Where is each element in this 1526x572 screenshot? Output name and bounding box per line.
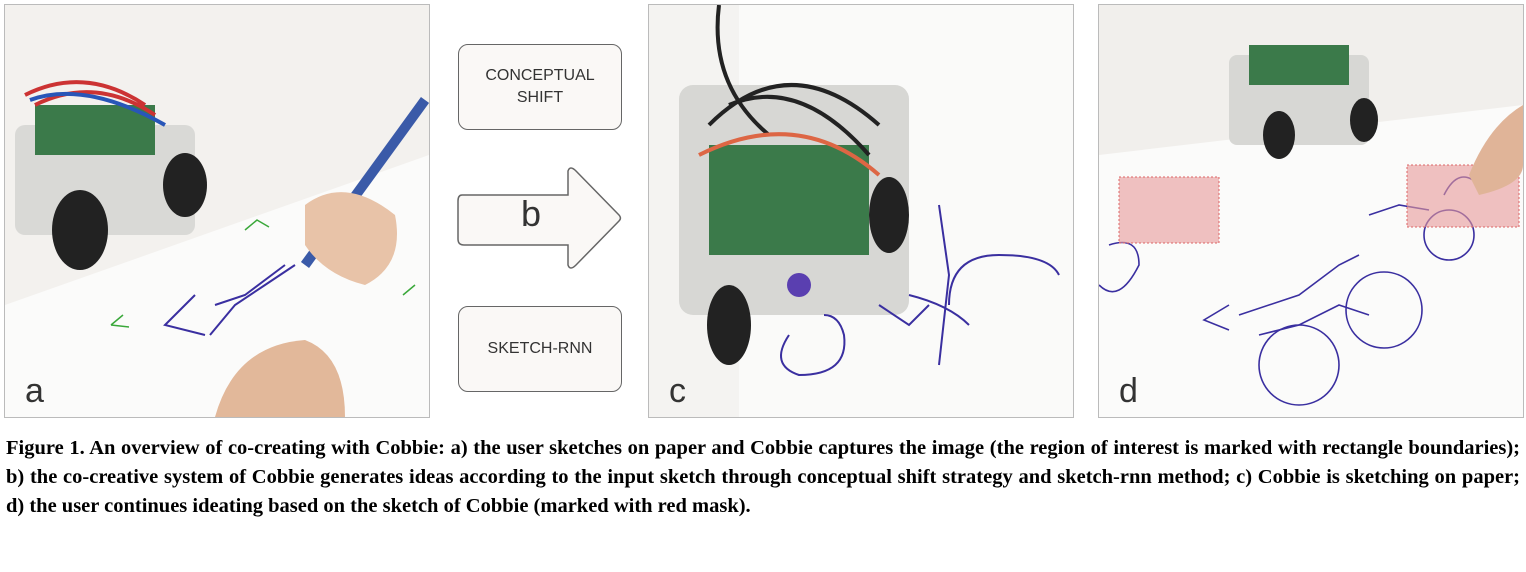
arrow-right-icon	[457, 167, 622, 269]
photo-panel-d: d	[1098, 4, 1524, 418]
robot-sketch	[780, 204, 1060, 377]
photo-panel-a: a	[4, 4, 430, 418]
robot-sketching-photo	[649, 5, 1073, 417]
sketch-rnn-box: SKETCH-RNN	[458, 306, 622, 392]
photo-panel-c: c	[648, 4, 1074, 418]
user-sketch	[163, 264, 296, 336]
panel-label-b: b	[520, 193, 542, 234]
user-continues-photo	[1099, 5, 1523, 417]
robot	[15, 80, 207, 270]
hand	[1469, 105, 1523, 195]
hand-with-pen	[215, 97, 429, 417]
panel-label-a: a	[25, 372, 44, 410]
conceptual-shift-line1: CONCEPTUAL	[485, 67, 595, 85]
robot	[679, 5, 909, 365]
combined-sketch	[1099, 176, 1480, 406]
roi-corners	[110, 219, 416, 328]
figure-caption: Figure 1. An overview of co-creating wit…	[6, 437, 1520, 517]
red-mask-left	[1118, 176, 1220, 244]
panel-label-d: d	[1119, 372, 1138, 410]
sketch-rnn-label: SKETCH-RNN	[487, 340, 593, 358]
process-arrow: b	[456, 165, 626, 271]
user-sketching-photo	[5, 5, 429, 417]
panel-label-c: c	[669, 372, 686, 410]
conceptual-shift-line2: SHIFT	[516, 89, 564, 106]
robot	[1229, 45, 1378, 159]
conceptual-shift-box: CONCEPTUAL SHIFT	[458, 44, 622, 130]
